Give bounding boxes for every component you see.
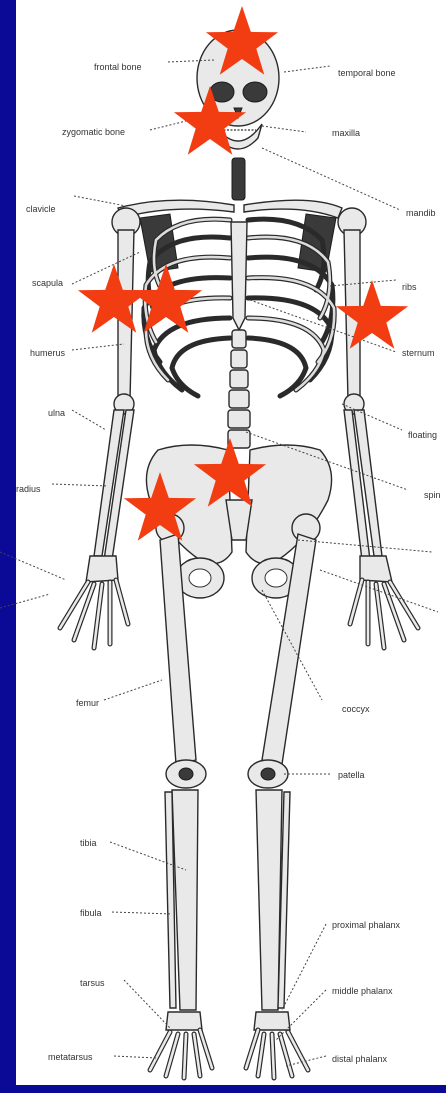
label-coccyx: coccyx	[342, 704, 370, 714]
star-left-humerus-icon	[78, 264, 150, 333]
label-fibula: fibula	[80, 908, 102, 918]
label-femur: femur	[76, 698, 99, 708]
label-distal-phalanx: distal phalanx	[332, 1054, 388, 1064]
label-tarsus: tarsus	[80, 978, 105, 988]
label-sternum: sternum	[402, 348, 435, 358]
label-maxilla: maxilla	[332, 128, 360, 138]
label-humerus: humerus	[30, 348, 66, 358]
spine	[228, 330, 250, 448]
label-clavicle: clavicle	[26, 204, 56, 214]
label-scapula: scapula	[32, 278, 63, 288]
label-radius: radius	[16, 484, 41, 494]
label-middle-phalanx: middle phalanx	[332, 986, 393, 996]
label-ulna: ulna	[48, 408, 65, 418]
label-frontal-bone: frontal bone	[94, 62, 142, 72]
label-ribs: ribs	[402, 282, 417, 292]
label-mandible: mandib	[406, 208, 436, 218]
left-arm	[60, 208, 140, 648]
label-zygomatic-bone: zygomatic bone	[62, 127, 125, 137]
right-arm	[338, 208, 418, 648]
label-temporal-bone: temporal bone	[338, 68, 396, 78]
label-proximal-phalanx: proximal phalanx	[332, 920, 401, 930]
label-patella: patella	[338, 770, 365, 780]
cervical-spine	[232, 158, 245, 200]
label-spine: spin	[424, 490, 441, 500]
label-floating: floating	[408, 430, 437, 440]
label-tibia: tibia	[80, 838, 97, 848]
left-leg	[150, 514, 212, 1078]
right-leg	[246, 514, 320, 1078]
label-metatarsus: metatarsus	[48, 1052, 93, 1062]
